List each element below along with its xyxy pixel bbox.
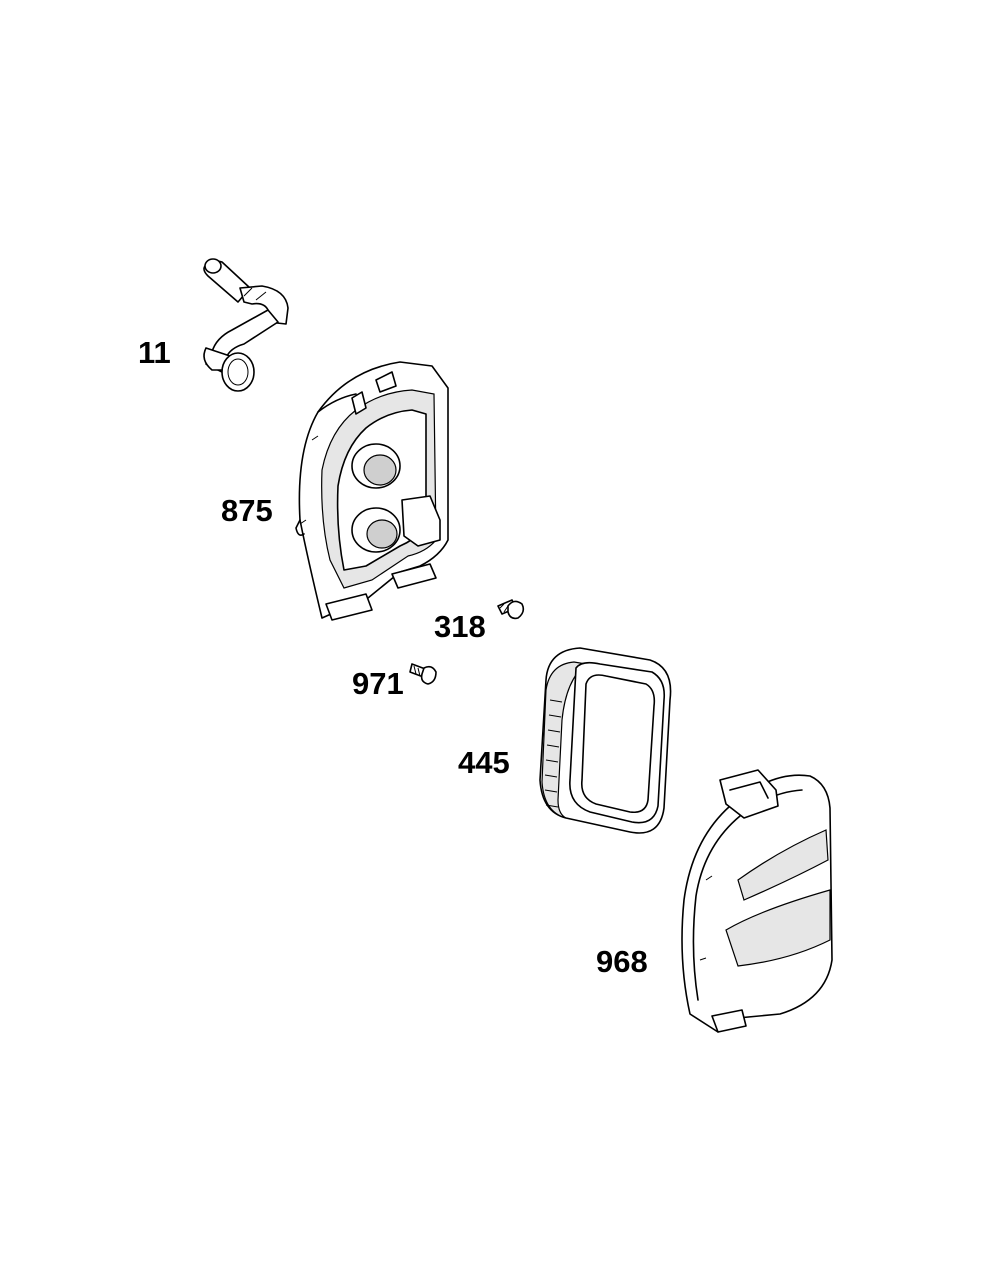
air-cleaner-cover-drawing (681, 769, 833, 1033)
screw-drawing (497, 599, 525, 620)
part-number-875: 875 (221, 493, 273, 528)
part-number-11: 11 (138, 335, 171, 370)
part-number-971: 971 (352, 666, 404, 701)
screw-small-drawing (409, 663, 437, 685)
breather-tube-drawing (203, 258, 289, 392)
air-filter-element-drawing (539, 647, 672, 834)
part-number-445: 445 (458, 745, 510, 780)
air-cleaner-base-drawing (295, 361, 449, 621)
part-number-968: 968 (596, 944, 648, 979)
part-number-318: 318 (434, 609, 486, 644)
